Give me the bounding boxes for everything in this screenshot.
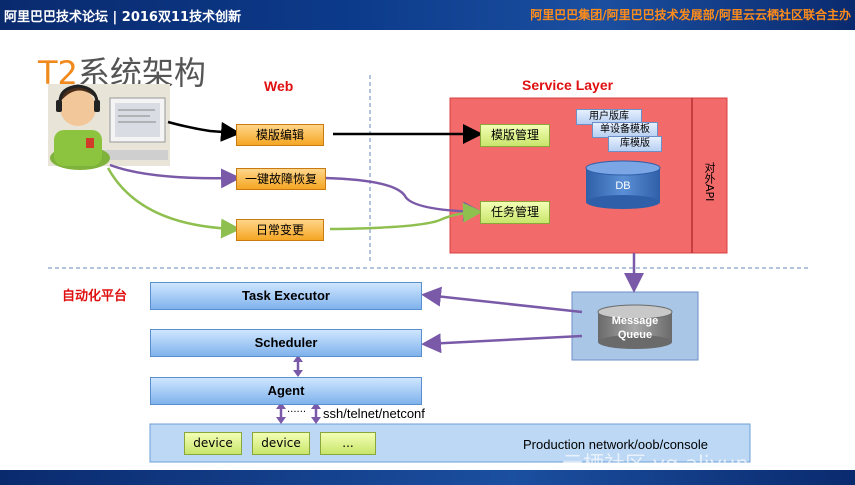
section-service-label: Service Layer [522,77,614,93]
footer-bar [0,470,855,485]
agent-bar: Agent [150,377,422,405]
arrow-daily-change-to-task [329,202,483,231]
header-right-title: 阿里巴巴集团/阿里巴巴技术发展部/阿里云云栖社区联合主办 [530,8,851,22]
operator-illustration [48,84,170,170]
db-cylinder [585,160,661,209]
template-mgmt-box: 模版管理 [480,124,550,147]
section-web-label: Web [264,78,294,94]
device-more-box: ... [320,432,376,455]
section-automation-label: 自动化平台 [62,288,128,303]
task-executor-bar: Task Executor [150,282,422,310]
arrow-mq-to-executor [421,286,583,314]
task-mgmt-box: 任务管理 [480,201,550,224]
arrow-to-recovery [109,163,241,189]
daily-change-box: 日常变更 [236,219,324,241]
scheduler-bar: Scheduler [150,329,422,357]
header-bar: 阿里巴巴技术论坛 | 2016双11技术创新 阿里巴巴集团/阿里巴巴技术发展部/… [0,0,855,30]
external-api-label: 对外API [703,162,716,202]
device-box: device [184,432,242,455]
db-label: DB [615,180,631,192]
arrow-mq-to-scheduler [421,333,583,354]
production-network-label: Production network/oob/console [523,437,709,452]
arrow-to-template-edit [167,120,241,142]
mq-line2: Queue [617,329,653,341]
one-click-recovery-box: 一键故障恢复 [236,168,326,190]
library-template-tag: 库模版 [608,136,662,152]
mq-line1: Message [611,315,659,327]
template-edit-box: 模版编辑 [236,124,324,146]
device-box: device [252,432,310,455]
message-queue-cylinder [597,304,673,349]
production-network-panel [149,423,751,463]
dots-label: ...... [287,404,307,415]
arrow-to-daily-change [106,167,241,239]
message-queue-label: Message Queue [598,314,672,342]
protocols-label: ssh/telnet/netconf [323,406,425,421]
arrow-recovery-to-task [324,176,483,222]
header-left-title: 阿里巴巴技术论坛 | 2016双11技术创新 [4,10,242,25]
